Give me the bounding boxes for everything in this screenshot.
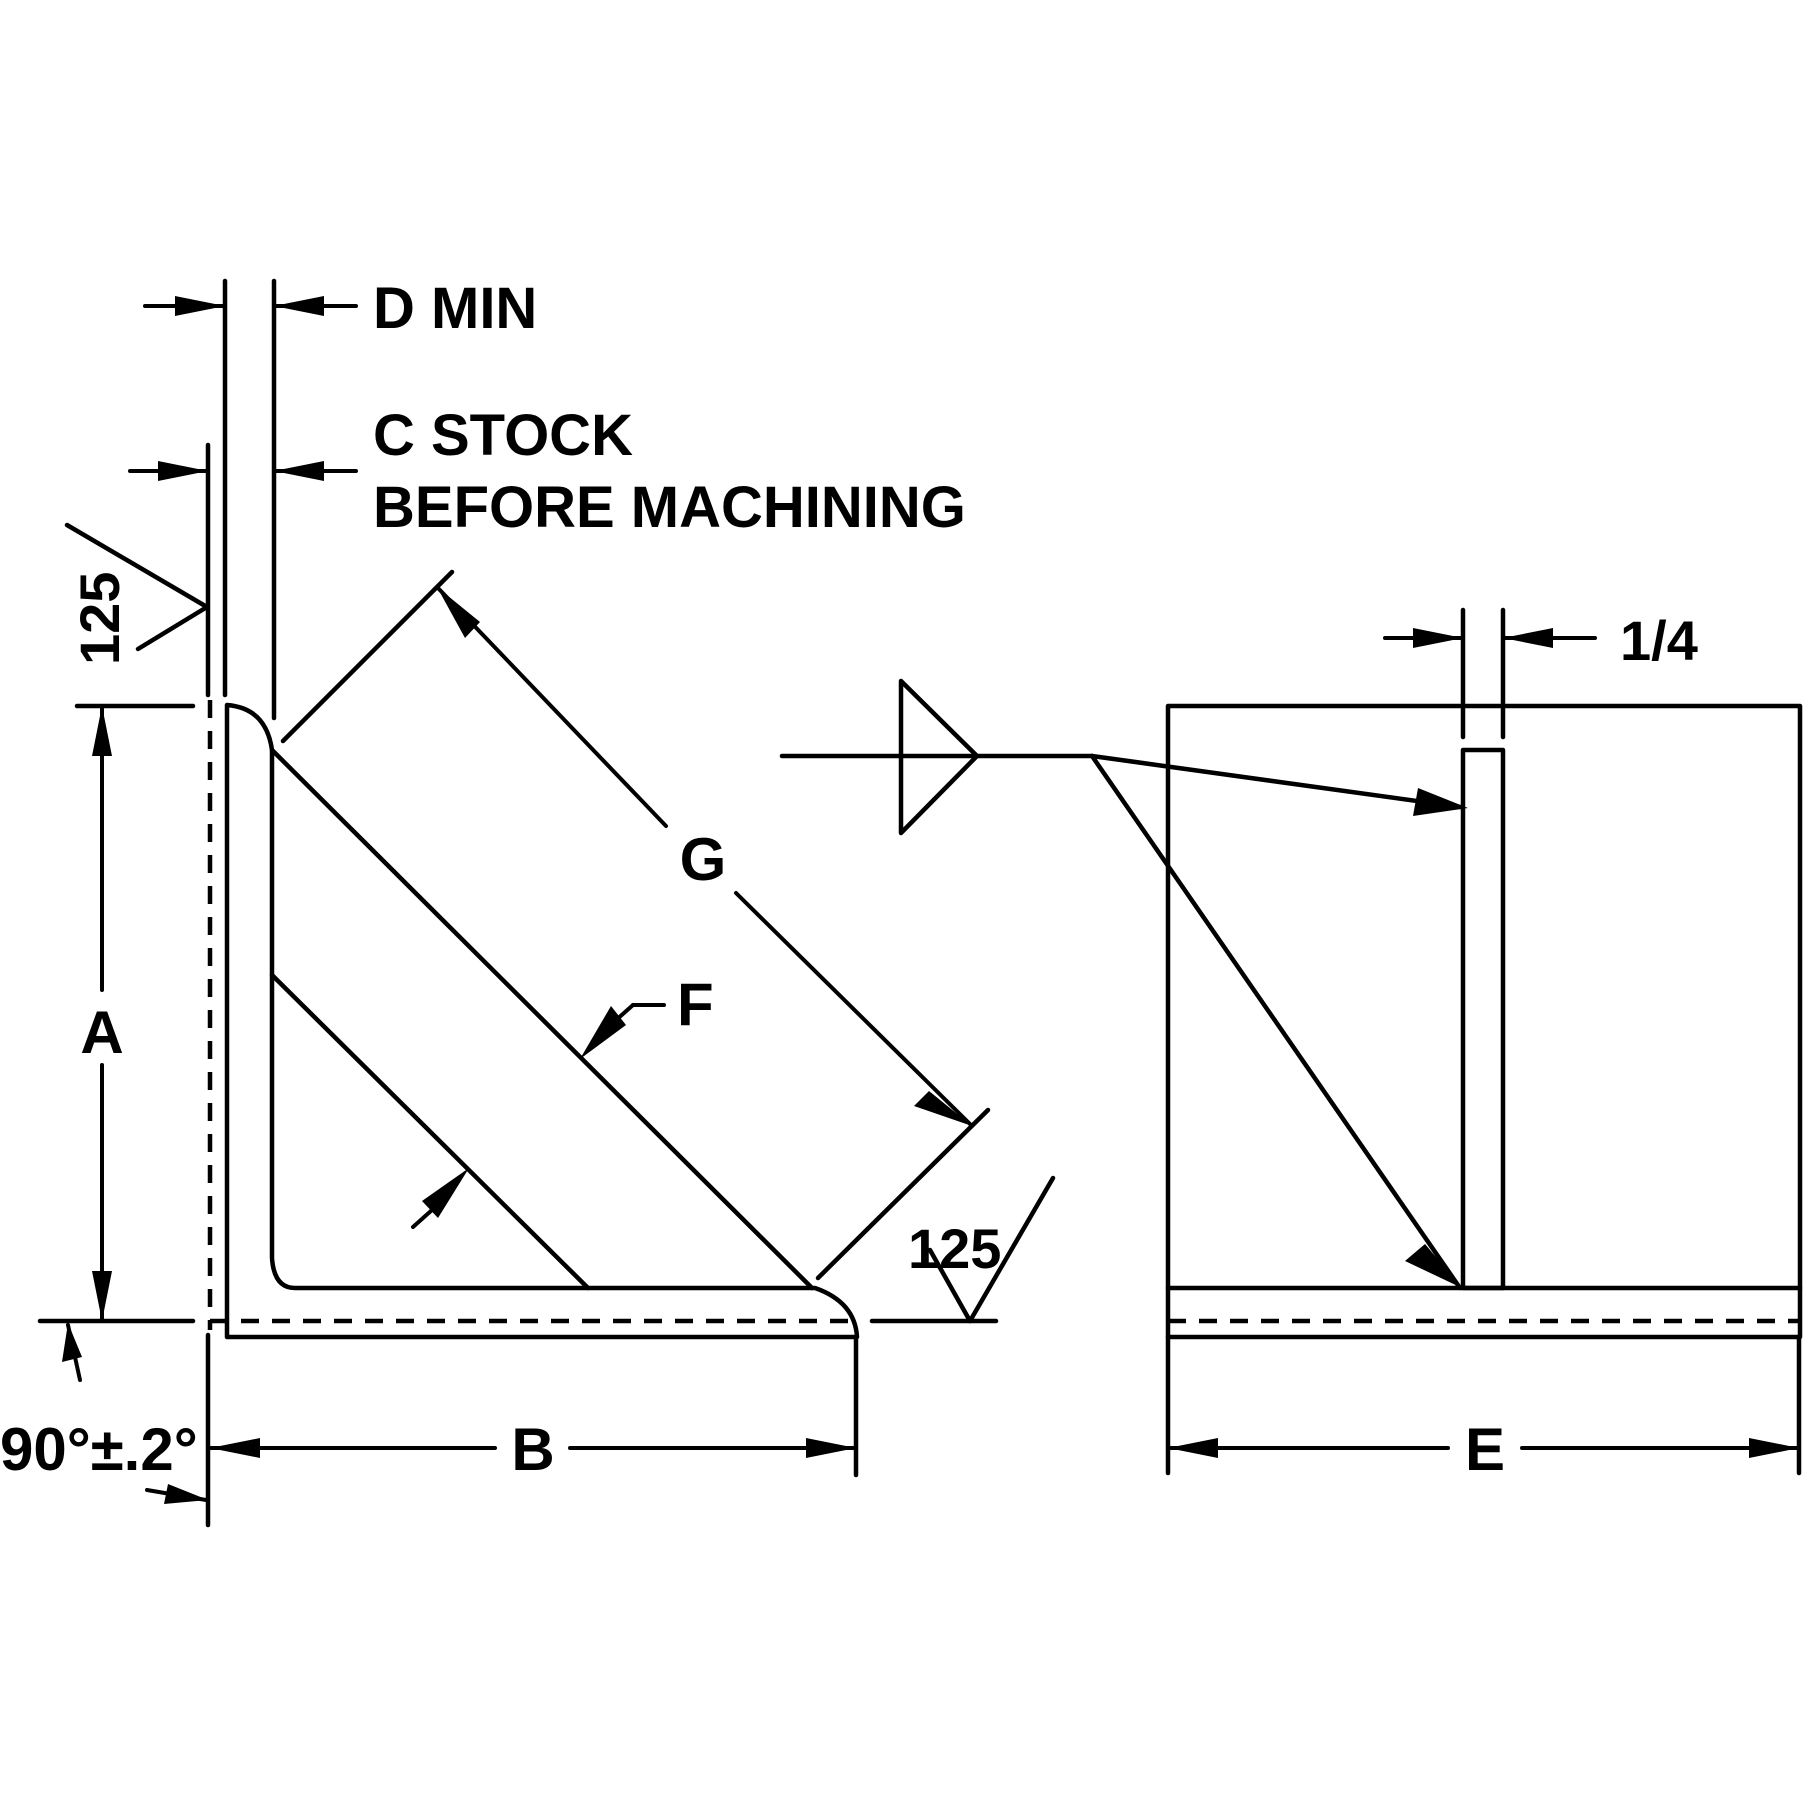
surface-finish-symbol-left: 125 [64,522,210,665]
dimension-c-stock: C STOCK BEFORE MACHINING [128,403,966,698]
angle-section-view [207,700,860,1340]
gusset-inner-line [269,972,591,1291]
side-view-outline [1165,703,1803,1340]
label-dim-a: A [80,999,123,1066]
dimension-a: A [37,703,196,1324]
gusset-outer-line [269,747,815,1291]
label-dim-f: F [677,971,714,1038]
gusset-slot [1460,747,1506,1291]
label-finish-bottom: 125 [908,1217,1001,1280]
label-c-stock: C STOCK [373,403,633,468]
label-dim-b: B [511,1416,554,1483]
dimension-e: E [1165,1334,1802,1483]
label-d-min: D MIN [373,276,537,341]
label-angle-tolerance: 90°±.2° [0,1416,198,1483]
surface-finish-symbol-bottom: 125 [869,1175,1056,1324]
label-before-machining: BEFORE MACHINING [373,475,966,540]
angle-tolerance: 90°±.2° [0,1323,211,1528]
label-slot-width: 1/4 [1620,609,1698,672]
weld-symbol [779,678,1468,1291]
angle-outer-profile [224,702,860,1340]
label-dim-e: E [1465,1416,1505,1483]
side-view [1165,703,1803,1340]
dimension-g: G [280,569,991,1281]
dimension-slot-width: 1/4 [1383,607,1698,740]
dimension-d-min: D MIN [143,276,537,721]
dimension-b: B [208,1334,859,1483]
label-finish-left: 125 [68,572,131,665]
label-dim-g: G [680,826,727,893]
dimension-f: F [411,971,714,1229]
